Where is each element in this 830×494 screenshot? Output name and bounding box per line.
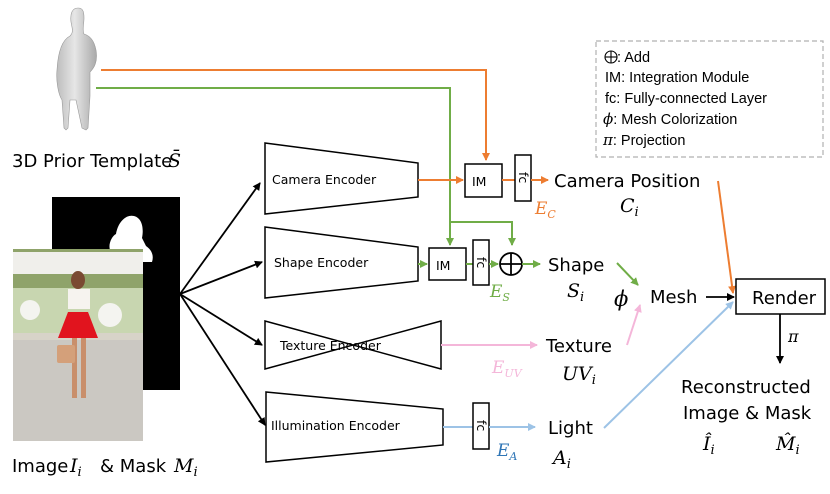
shape-encoder-label: Shape Encoder	[274, 255, 369, 270]
render-label: Render	[752, 288, 817, 309]
shape-symbol: Si	[567, 280, 584, 305]
shape-fc-label: fc	[474, 257, 489, 268]
texture-symbol: UVi	[562, 363, 596, 388]
camera-feature-label: EC	[534, 199, 556, 221]
camera-fc-label: fc	[516, 172, 531, 183]
template-figure	[56, 7, 97, 131]
texture-label: Texture	[545, 336, 612, 357]
mesh-label: Mesh	[650, 287, 697, 308]
shape-im-label: IM	[436, 258, 450, 273]
add-operator-icon	[499, 252, 523, 276]
camera-encoder-label: Camera Encoder	[272, 172, 377, 187]
camera-position-symbol: Ci	[620, 195, 639, 220]
legend-item-fc: fc: Fully-connected Layer	[605, 91, 767, 107]
texture-encoder	[264, 320, 442, 370]
input-photo	[13, 249, 143, 441]
light-symbol: Ai	[551, 447, 571, 472]
illumination-encoder-label: Illumination Encoder	[271, 418, 401, 433]
texture-feature-label: EUV	[491, 358, 523, 380]
legend-item-phi: ϕ: Mesh Colorization	[603, 110, 737, 128]
template-label: 3D Prior Template	[12, 151, 172, 172]
mask-symbol: Mi	[173, 455, 198, 480]
illumination-encoder	[265, 391, 444, 463]
projection-symbol: π	[787, 327, 799, 346]
reconstructed-image-symbol: Îi	[702, 432, 715, 458]
image-mask-label: Image	[12, 456, 68, 477]
shape-feature-label: ES	[489, 282, 510, 304]
camera-position-label: Camera Position	[554, 171, 700, 192]
legend-item-pi: π: Projection	[602, 131, 685, 149]
camera-template-line	[101, 69, 490, 161]
mask-label: & Mask	[100, 456, 167, 477]
reconstructed-mask-symbol: M̂i	[775, 433, 800, 458]
light-label: Light	[548, 418, 593, 439]
arrow-to-shape-encoder	[179, 260, 263, 295]
template-symbol: S̄	[168, 149, 181, 172]
arrow-to-texture-encoder	[179, 293, 263, 346]
shape-skip-line	[450, 221, 516, 246]
shape-fc-block	[472, 239, 490, 286]
shape-encoder	[264, 226, 419, 299]
camera-to-render-arrow	[717, 180, 737, 294]
image-symbol: Ii	[69, 455, 82, 480]
light-to-render-arrow	[603, 301, 734, 429]
camera-fc-block	[514, 154, 532, 202]
light-fc-label: fc	[474, 420, 489, 431]
legend-item-add: : Add	[604, 50, 650, 66]
mesh-colorization-symbol: ϕ	[614, 287, 628, 311]
camera-im-block	[464, 163, 503, 198]
arrow-to-camera-encoder	[179, 182, 261, 295]
light-feature-label: EA	[496, 441, 517, 463]
render-block	[735, 278, 826, 315]
shape-label: Shape	[548, 255, 604, 276]
camera-encoder	[264, 142, 419, 215]
legend-item-im: IM: Integration Module	[605, 70, 749, 86]
shape-to-mesh-arrow	[616, 262, 639, 286]
texture-to-mesh-arrow	[626, 304, 642, 346]
reconstructed-line2: Image & Mask	[683, 403, 812, 424]
texture-encoder-label: Texture Encoder	[279, 338, 382, 353]
legend: : Add IM: Integration Module fc: Fully-c…	[595, 40, 824, 158]
shape-template-line	[96, 87, 454, 246]
reconstructed-line1: Reconstructed	[681, 377, 811, 398]
camera-im-label: IM	[472, 174, 486, 189]
legend-add-text: : Add	[617, 50, 650, 66]
arrow-to-illumination-encoder	[179, 293, 266, 426]
